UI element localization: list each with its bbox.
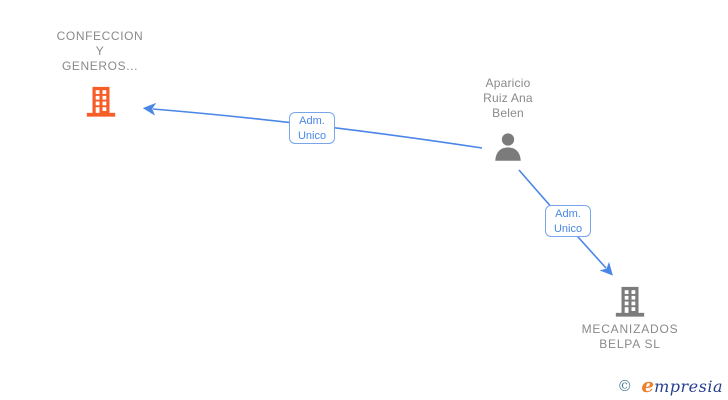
edge-label-adm-unico-2[interactable]: Adm. Unico [545,205,591,237]
person-name-line: Belen [492,106,524,120]
person-name-line: Aparicio [485,76,531,90]
company1-name-line: Y [95,44,105,58]
brand-name: mpresia [654,377,723,396]
person-name-line: Ruiz Ana [483,91,533,105]
edge-label-line: Unico [553,223,583,235]
edge-label-line: Unico [297,130,327,142]
brand-initial: e [641,373,655,397]
building-icon[interactable] [613,285,647,319]
edge-label-line: Adm. [299,115,325,127]
copyright-symbol: © [617,377,633,395]
company1-name[interactable]: CONFECCION Y GENEROS... [20,29,180,74]
company1-name-line: GENEROS... [61,59,138,73]
empresia-logo[interactable]: © empresia [617,373,723,397]
edge-label-line: Adm. [555,208,581,220]
edge-label-adm-unico-1[interactable]: Adm. Unico [289,112,335,144]
person-icon[interactable] [491,131,525,165]
building-icon[interactable] [84,85,118,119]
company1-name-line: CONFECCION [56,29,144,43]
company2-name-line: BELPA SL [599,337,661,351]
company2-name[interactable]: MECANIZADOS BELPA SL [565,322,695,352]
company2-name-line: MECANIZADOS [581,322,679,336]
person-name[interactable]: Aparicio Ruiz Ana Belen [448,76,568,121]
